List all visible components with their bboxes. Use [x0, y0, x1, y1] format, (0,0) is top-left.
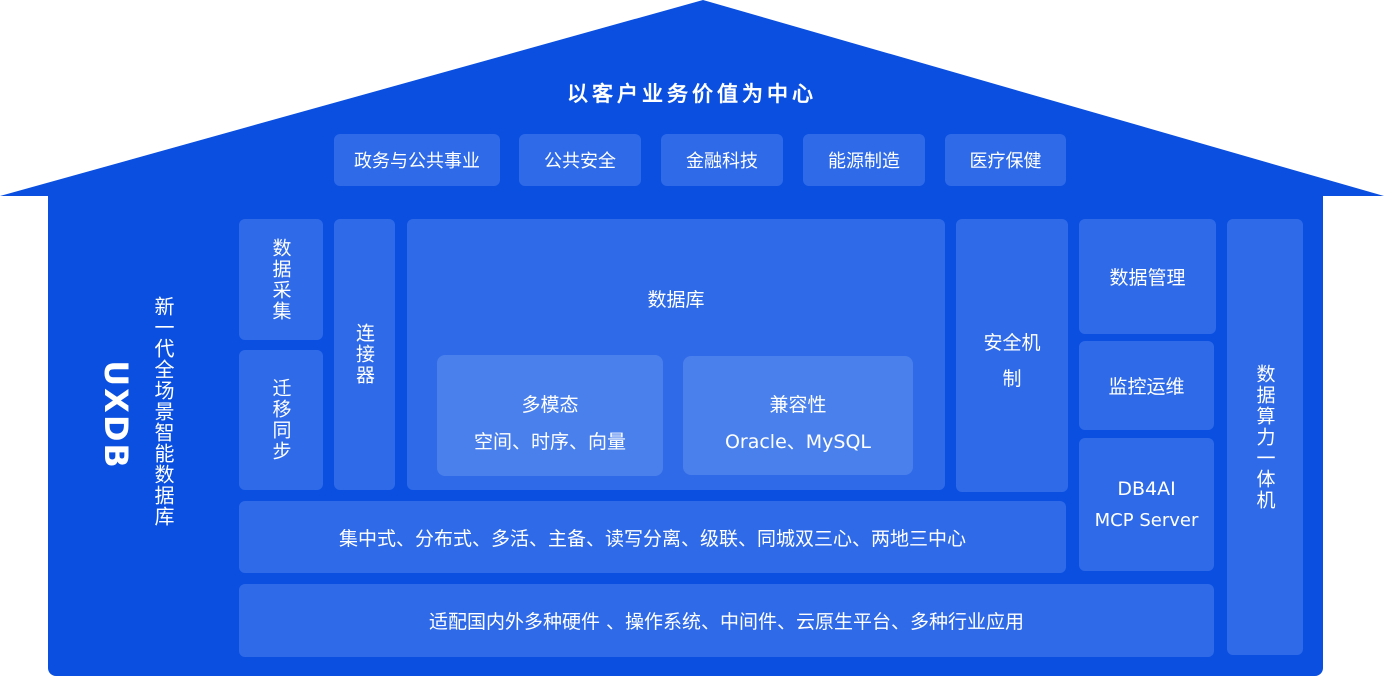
db4ai-line2: MCP Server [1094, 509, 1199, 531]
security-line1: 安全机 [983, 332, 1041, 354]
module-migration-sync: 迁移同步 [239, 350, 323, 490]
multimodal-desc: 空间、时序、向量 [473, 431, 626, 453]
industry-healthcare: 医疗保健 [945, 134, 1066, 186]
brand-name: UXDB [92, 355, 140, 475]
database-title: 数据库 [647, 289, 705, 311]
industry-government: 政务与公共事业 [334, 134, 500, 186]
industry-energy: 能源制造 [803, 134, 925, 186]
db4ai-line1: DB4AI [1117, 477, 1176, 500]
module-data-management: 数据管理 [1079, 219, 1216, 334]
module-database: 数据库 多模态 空间、时序、向量 兼容性 Oracle、MySQL [407, 219, 945, 490]
module-connector: 连接器 [334, 219, 395, 490]
module-appliance: 数据算力一体机 [1227, 219, 1303, 655]
module-monitoring-ops: 监控运维 [1079, 341, 1214, 430]
module-data-collection: 数据采集 [239, 219, 323, 340]
security-line2: 制 [1002, 368, 1022, 390]
roof-title: 以客户业务价值为中心 [567, 82, 817, 106]
module-security: 安全机 制 [956, 219, 1068, 492]
brand-subtitle: 新一代全场景智能数据库 [151, 296, 175, 527]
compat-title: 兼容性 [769, 394, 827, 416]
compat-desc: Oracle、MySQL [724, 431, 872, 453]
industry-fintech: 金融科技 [661, 134, 783, 186]
module-deployment-modes: 集中式、分布式、多活、主备、读写分离、级联、同城双三心、两地三中心 [239, 501, 1066, 573]
module-db4ai: DB4AI MCP Server [1079, 438, 1214, 571]
multimodal-title: 多模态 [521, 394, 579, 416]
database-compatibility: 兼容性 Oracle、MySQL [683, 356, 913, 475]
brand-name-text: UXDB [97, 360, 136, 470]
industry-public-security: 公共安全 [519, 134, 641, 186]
module-adaptation: 适配国内外多种硬件 、操作系统、中间件、云原生平台、多种行业应用 [239, 584, 1214, 657]
database-multimodal: 多模态 空间、时序、向量 [437, 355, 663, 476]
